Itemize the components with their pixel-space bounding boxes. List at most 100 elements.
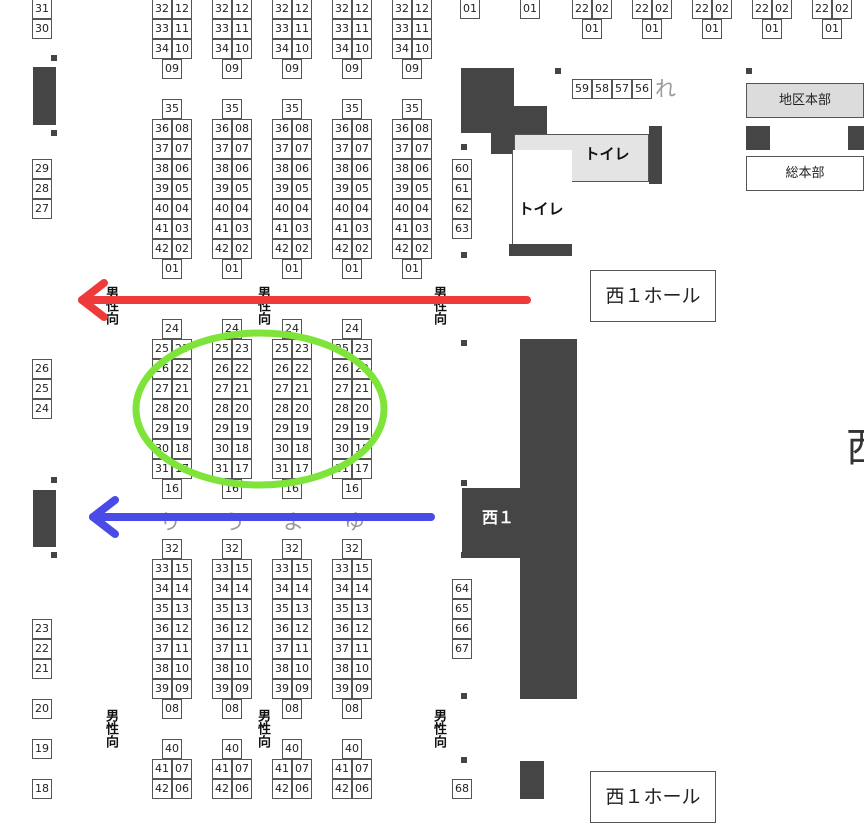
lower-booth-right[interactable]: 11 [172, 639, 192, 659]
middle-booth-left[interactable]: 27 [212, 379, 232, 399]
upper-booth-right[interactable]: 06 [412, 159, 432, 179]
upper-booth-left[interactable]: 37 [392, 139, 412, 159]
lower-booth-right[interactable]: 14 [232, 579, 252, 599]
middle-booth-left[interactable]: 28 [212, 399, 232, 419]
upper-booth-left[interactable]: 39 [392, 179, 412, 199]
lower-booth-right[interactable]: 09 [172, 679, 192, 699]
upper-booth-right[interactable]: 05 [292, 179, 312, 199]
middle-booth-left[interactable]: 27 [332, 379, 352, 399]
lower-booth-left[interactable]: 37 [152, 639, 172, 659]
upper-booth-right[interactable]: 05 [232, 179, 252, 199]
middle-booth-left[interactable]: 31 [272, 459, 292, 479]
bottom-booth-right[interactable]: 07 [292, 759, 312, 779]
lower-tail[interactable]: 08 [342, 699, 362, 719]
middle-booth-left[interactable]: 27 [152, 379, 172, 399]
left-wall-booth[interactable]: 18 [32, 779, 52, 799]
bottom-booth-right[interactable]: 07 [172, 759, 192, 779]
top-partial-booth-right[interactable]: 10 [292, 39, 312, 59]
middle-booth-right[interactable]: 21 [352, 379, 372, 399]
upper-booth-right[interactable]: 06 [172, 159, 192, 179]
upper-booth-left[interactable]: 37 [332, 139, 352, 159]
upper-booth-left[interactable]: 40 [332, 199, 352, 219]
lower-booth-right[interactable]: 14 [352, 579, 372, 599]
lower-booth-right[interactable]: 13 [172, 599, 192, 619]
upper-booth-left[interactable]: 36 [332, 119, 352, 139]
upper-booth-right[interactable]: 08 [412, 119, 432, 139]
bottom-booth-right[interactable]: 06 [172, 779, 192, 799]
bottom-head[interactable]: 40 [222, 739, 242, 759]
upper-booth-left[interactable]: 37 [212, 139, 232, 159]
upper-booth-right[interactable]: 07 [232, 139, 252, 159]
left-wall-booth[interactable]: 24 [32, 399, 52, 419]
upper-booth-left[interactable]: 36 [392, 119, 412, 139]
middle-booth-right[interactable]: 18 [292, 439, 312, 459]
middle-booth-left[interactable]: 26 [212, 359, 232, 379]
bottom-head[interactable]: 40 [342, 739, 362, 759]
top-partial-tail[interactable]: 09 [342, 59, 362, 79]
left-wall-booth[interactable]: 31 [32, 0, 52, 19]
middle-booth-right[interactable]: 19 [352, 419, 372, 439]
upper-booth-left[interactable]: 38 [332, 159, 352, 179]
left-wall-booth[interactable]: 26 [32, 359, 52, 379]
left-wall-booth[interactable]: 27 [32, 199, 52, 219]
top-partial-booth-left[interactable]: 33 [212, 19, 232, 39]
lower-booth-left[interactable]: 33 [332, 559, 352, 579]
upper-booth-right[interactable]: 06 [292, 159, 312, 179]
top-partial-booth-left[interactable]: 34 [212, 39, 232, 59]
upper-booth-right[interactable]: 05 [172, 179, 192, 199]
top-right-booth-left[interactable]: 22 [692, 0, 712, 19]
bottom-booth-right[interactable]: 06 [292, 779, 312, 799]
lower-tail[interactable]: 08 [222, 699, 242, 719]
upper-booth-right[interactable]: 04 [292, 199, 312, 219]
top-right-booth-right[interactable]: 02 [772, 0, 792, 19]
upper-booth-left[interactable]: 41 [152, 219, 172, 239]
middle-booth-right[interactable]: 18 [232, 439, 252, 459]
upper-tail[interactable]: 01 [342, 259, 362, 279]
upper-booth-left[interactable]: 40 [152, 199, 172, 219]
top-right-booth-right[interactable]: 02 [712, 0, 732, 19]
bottom-booth-left[interactable]: 41 [332, 759, 352, 779]
upper-booth-left[interactable]: 40 [212, 199, 232, 219]
lower-booth-left[interactable]: 35 [152, 599, 172, 619]
lower-booth-left[interactable]: 37 [332, 639, 352, 659]
bottom-booth-left[interactable]: 42 [152, 779, 172, 799]
lower-booth-right[interactable]: 14 [292, 579, 312, 599]
bottom-booth-left[interactable]: 42 [332, 779, 352, 799]
right-column-booth[interactable]: 63 [452, 219, 472, 239]
middle-booth-right[interactable]: 23 [352, 339, 372, 359]
lower-booth-left[interactable]: 37 [212, 639, 232, 659]
upper-head[interactable]: 35 [342, 99, 362, 119]
upper-booth-left[interactable]: 39 [152, 179, 172, 199]
middle-booth-left[interactable]: 29 [152, 419, 172, 439]
middle-tail[interactable]: 16 [162, 479, 182, 499]
right-column-booth[interactable]: 67 [452, 639, 472, 659]
top-partial-booth-left[interactable]: 34 [332, 39, 352, 59]
middle-head[interactable]: 24 [162, 319, 182, 339]
middle-booth-right[interactable]: 20 [232, 399, 252, 419]
top-partial-tail[interactable]: 09 [402, 59, 422, 79]
top-right-booth-right[interactable]: 02 [592, 0, 612, 19]
middle-booth-left[interactable]: 27 [272, 379, 292, 399]
top-right-tail[interactable]: 01 [822, 19, 842, 39]
lower-booth-left[interactable]: 38 [152, 659, 172, 679]
top-right-booth-left[interactable]: 22 [572, 0, 592, 19]
top-right-booth-left[interactable]: 22 [752, 0, 772, 19]
top-right-tail[interactable]: 01 [762, 19, 782, 39]
top-partial-booth-left[interactable]: 32 [272, 0, 292, 19]
lower-booth-left[interactable]: 36 [272, 619, 292, 639]
middle-booth-right[interactable]: 23 [232, 339, 252, 359]
bottom-head[interactable]: 40 [282, 739, 302, 759]
middle-booth-left[interactable]: 25 [272, 339, 292, 359]
top-partial-booth-right[interactable]: 11 [172, 19, 192, 39]
top-partial-booth-right[interactable]: 12 [412, 0, 432, 19]
top-partial-tail[interactable]: 09 [222, 59, 242, 79]
right-column-booth[interactable]: 60 [452, 159, 472, 179]
middle-head[interactable]: 24 [342, 319, 362, 339]
re-booth[interactable]: 57 [612, 79, 632, 99]
upper-booth-right[interactable]: 04 [172, 199, 192, 219]
re-booth[interactable]: 56 [632, 79, 652, 99]
lower-booth-left[interactable]: 39 [212, 679, 232, 699]
upper-booth-right[interactable]: 02 [172, 239, 192, 259]
upper-booth-left[interactable]: 41 [332, 219, 352, 239]
lower-booth-right[interactable]: 11 [292, 639, 312, 659]
